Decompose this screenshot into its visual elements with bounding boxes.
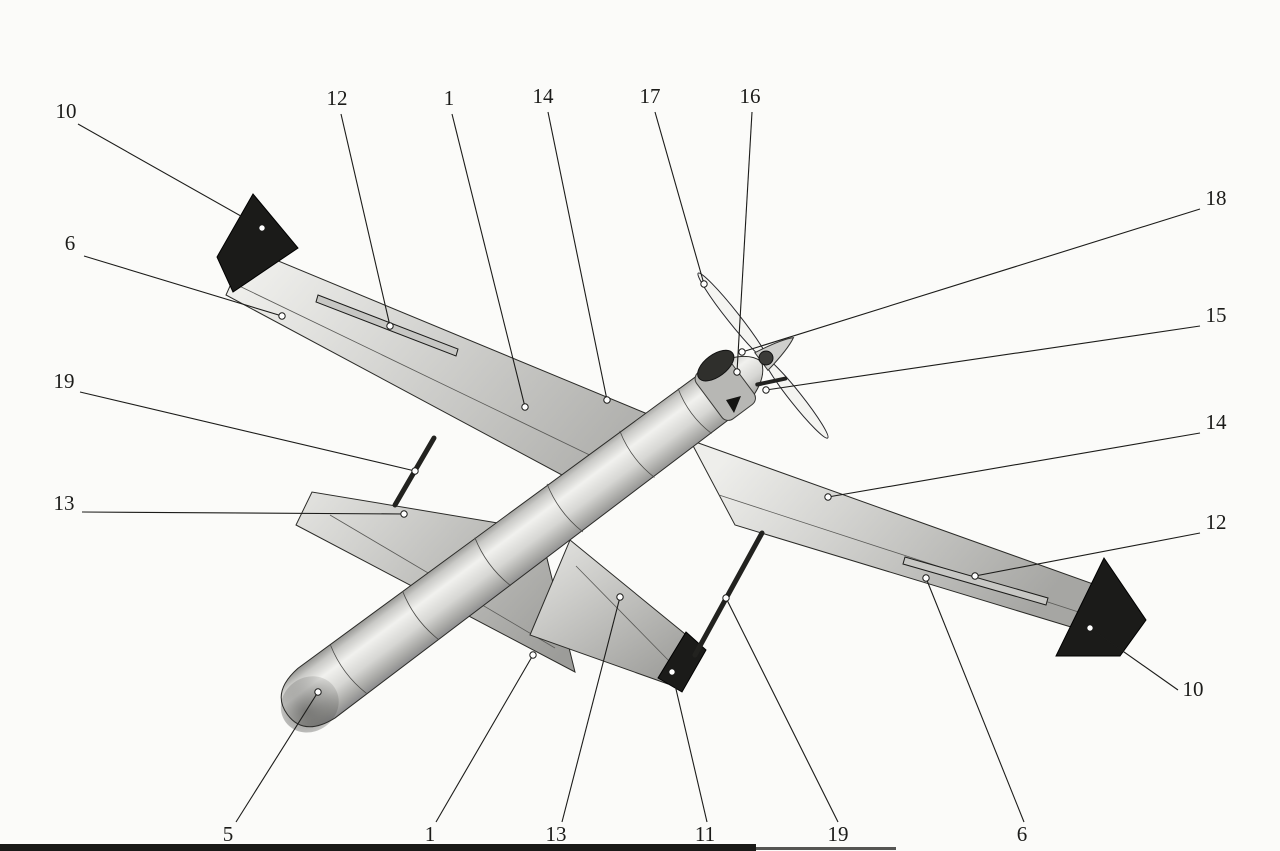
leader-line-12 xyxy=(974,532,1201,577)
callout-label-14: 14 xyxy=(1206,410,1228,434)
callout-label-11: 11 xyxy=(695,822,715,846)
leader-line-6 xyxy=(925,577,1025,823)
callout-target-dot-19 xyxy=(722,594,730,602)
callout-label-19: 19 xyxy=(828,822,849,846)
left-wingtip-fin xyxy=(216,193,299,293)
callout-target-dot-12 xyxy=(971,572,979,580)
callout-label-19: 19 xyxy=(54,369,75,393)
leader-line-19 xyxy=(725,597,839,823)
callout-target-dot-1 xyxy=(521,403,529,411)
callout-target-dot-1 xyxy=(529,651,537,659)
callout-label-1: 1 xyxy=(425,822,436,846)
callout-target-dot-11 xyxy=(668,668,676,676)
main-wing-left-panel xyxy=(225,247,651,483)
leader-line-16 xyxy=(736,111,753,373)
leader-line-13 xyxy=(561,596,621,823)
callout-target-dot-19 xyxy=(411,467,419,475)
callout-target-dot-12 xyxy=(386,322,394,330)
leader-line-13 xyxy=(81,511,405,515)
leader-line-1 xyxy=(435,654,534,823)
callout-target-dot-6 xyxy=(922,574,930,582)
callout-target-dot-17 xyxy=(700,280,708,288)
fuselage-panel-line xyxy=(474,537,511,587)
leader-line-18 xyxy=(741,208,1201,353)
front-wing-right-hinge-line xyxy=(575,565,673,665)
leader-line-15 xyxy=(765,325,1201,391)
fuselage-panel-line xyxy=(330,645,367,694)
leader-line-14 xyxy=(547,111,608,401)
right-aileron-slot xyxy=(902,556,1049,606)
scan-artifact-bar xyxy=(0,844,756,851)
callout-target-dot-5 xyxy=(314,688,322,696)
callout-label-16: 16 xyxy=(740,84,761,108)
propeller-hub xyxy=(758,350,774,366)
callout-target-dot-18 xyxy=(738,348,746,356)
callout-label-1: 1 xyxy=(444,86,455,110)
leader-line-11 xyxy=(671,671,708,823)
callout-label-14: 14 xyxy=(533,84,555,108)
scan-artifact-bar-tail xyxy=(756,847,896,850)
leader-line-10 xyxy=(1089,627,1179,691)
callout-label-6: 6 xyxy=(65,231,76,255)
leader-line-1 xyxy=(451,113,526,408)
callout-label-5: 5 xyxy=(223,822,234,846)
leader-line-12 xyxy=(340,113,391,327)
callout-target-dot-6 xyxy=(278,312,286,320)
fuselage-panel-line xyxy=(402,591,439,640)
leader-line-17 xyxy=(654,111,705,285)
callout-target-dot-10 xyxy=(1086,624,1094,632)
callout-label-10: 10 xyxy=(1183,677,1204,701)
callout-target-dot-15 xyxy=(762,386,770,394)
callout-label-12: 12 xyxy=(327,86,348,110)
right-wing-strut xyxy=(692,530,765,658)
callout-target-dot-14 xyxy=(603,396,611,404)
main-wing-right-panel xyxy=(688,439,1111,635)
fuselage-panel-line xyxy=(677,388,712,434)
exhaust-pipe xyxy=(755,376,788,387)
callout-label-13: 13 xyxy=(54,491,75,515)
fuselage-panel-line xyxy=(619,430,655,478)
front-wing-right-panel xyxy=(529,539,691,685)
callouts-layer: 10 6 19 13 12 1 14 17 16 18 15 14 12 10 5 1 13 11 19 6 xyxy=(54,84,1228,846)
callout-label-10: 10 xyxy=(56,99,77,123)
fuselage-panel-line xyxy=(546,483,584,533)
antenna-mark xyxy=(726,396,741,413)
callout-target-dot-16 xyxy=(733,368,741,376)
callout-label-12: 12 xyxy=(1206,510,1227,534)
leader-line-14 xyxy=(827,432,1201,498)
right-wingtip-fin xyxy=(1055,557,1147,657)
main-wing-left-hinge-line xyxy=(232,282,601,461)
callout-label-15: 15 xyxy=(1206,303,1227,327)
callout-label-18: 18 xyxy=(1206,186,1227,210)
callout-target-dot-14 xyxy=(824,493,832,501)
callout-target-dot-10 xyxy=(258,224,266,232)
leader-line-5 xyxy=(235,691,319,823)
leader-line-10 xyxy=(77,123,263,229)
callout-label-6: 6 xyxy=(1017,822,1028,846)
callout-target-dot-13 xyxy=(616,593,624,601)
callout-label-13: 13 xyxy=(546,822,567,846)
leader-line-6 xyxy=(83,255,283,317)
engine-block xyxy=(697,349,735,382)
callout-label-17: 17 xyxy=(640,84,661,108)
leader-line-19 xyxy=(79,391,416,472)
callout-target-dot-13 xyxy=(400,510,408,518)
